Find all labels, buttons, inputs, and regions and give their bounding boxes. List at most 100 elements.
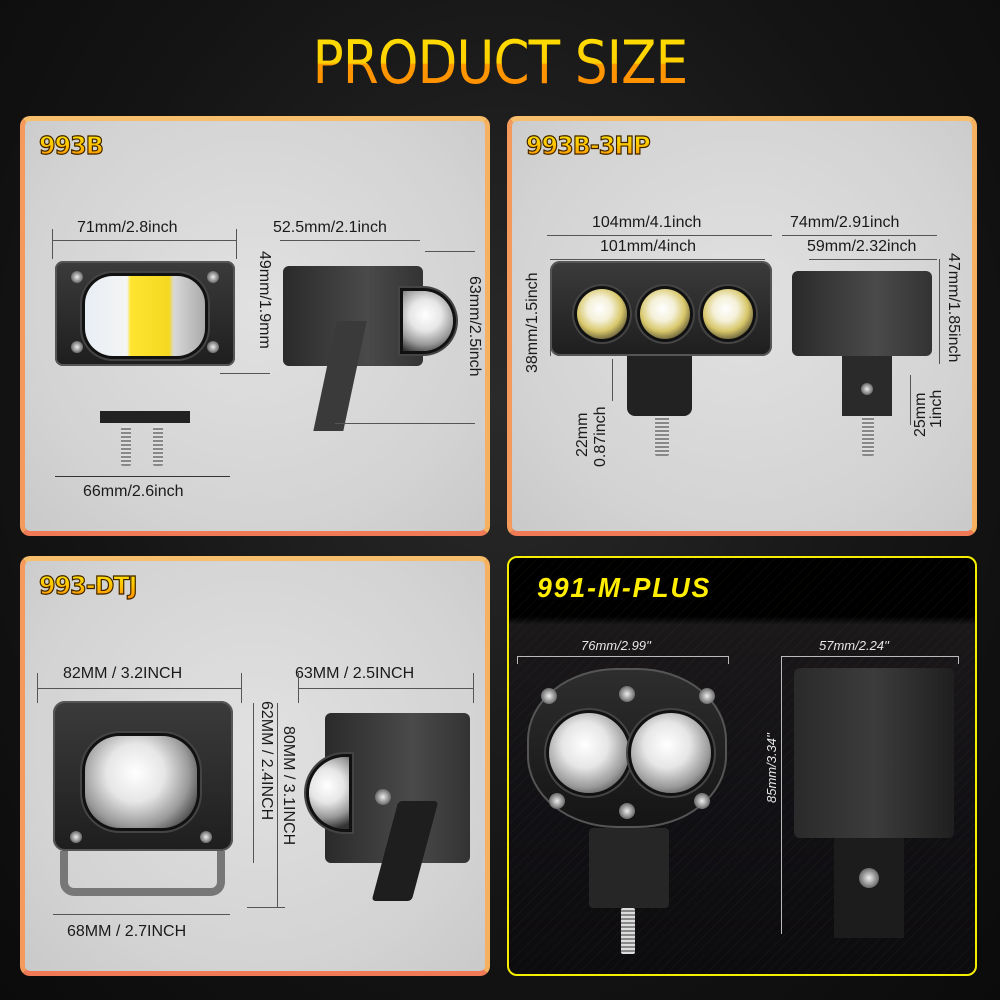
dimension-line bbox=[809, 259, 937, 260]
lens bbox=[309, 757, 349, 829]
dimension-line bbox=[425, 251, 475, 252]
screw bbox=[71, 271, 83, 283]
dimension-line bbox=[55, 476, 230, 477]
dimension-width-outer: 104mm/4.1inch bbox=[592, 214, 702, 231]
model-label: 993-DTJ bbox=[38, 570, 138, 600]
dimension-width-bottom: 68MM / 2.7INCH bbox=[67, 923, 187, 940]
dimension-line bbox=[277, 703, 278, 908]
dimension-height: 63mm/2.5inch bbox=[466, 276, 483, 377]
panel-991-m-plus: 991-M-PLUS 76mm/2.99'' 57mm/2.24'' 85mm/… bbox=[507, 556, 977, 976]
mount-bracket bbox=[627, 356, 692, 416]
panel-993b: 993B 71mm/2.8inch 49mm/1.9mm 66mm/2.6inc… bbox=[20, 116, 490, 536]
screw bbox=[861, 383, 873, 395]
dimension-line bbox=[37, 688, 242, 689]
screw bbox=[699, 688, 715, 704]
screw bbox=[694, 793, 710, 809]
bolt bbox=[153, 426, 163, 466]
mount-bracket bbox=[100, 411, 190, 423]
dimension-line bbox=[253, 703, 254, 863]
dimension-height-body-side: 47mm/1.85inch bbox=[945, 253, 962, 363]
dimension-height: 85mm/3.34'' bbox=[764, 733, 779, 803]
lens bbox=[85, 736, 197, 828]
dimension-height-body: 38mm/1.5inch bbox=[524, 272, 541, 374]
dimension-width: 76mm/2.99'' bbox=[581, 638, 651, 653]
dimension-line bbox=[52, 229, 53, 259]
dimension-line bbox=[247, 907, 285, 908]
lens bbox=[703, 289, 753, 339]
mount-bracket bbox=[60, 851, 225, 896]
dimension-line bbox=[550, 276, 551, 356]
screw bbox=[200, 831, 212, 843]
dimension-line bbox=[236, 229, 237, 259]
dimension-line bbox=[517, 656, 729, 657]
bolt bbox=[621, 908, 635, 954]
dimension-line bbox=[781, 656, 959, 657]
dimension-line bbox=[958, 656, 959, 664]
screw bbox=[619, 803, 635, 819]
lamp-side-body bbox=[794, 668, 954, 838]
page-title: PRODUCT SIZE bbox=[70, 28, 930, 98]
dimension-width-top: 71mm/2.8inch bbox=[77, 219, 178, 236]
lamp-side-body bbox=[792, 271, 932, 356]
lens bbox=[640, 289, 690, 339]
model-label: 993B-3HP bbox=[525, 130, 651, 160]
dimension-line bbox=[473, 673, 474, 703]
dimension-line bbox=[298, 673, 299, 703]
panel-993b-3hp: 993B-3HP 104mm/4.1inch 101mm/4inch 38mm/… bbox=[507, 116, 977, 536]
lens bbox=[85, 276, 205, 356]
dimension-depth-outer: 74mm/2.91inch bbox=[790, 214, 900, 231]
dimension-depth: 57mm/2.24'' bbox=[819, 638, 889, 653]
dimension-bracket-inch-side: 1inch bbox=[928, 389, 945, 428]
dimension-depth: 63MM / 2.5INCH bbox=[295, 665, 415, 682]
lens bbox=[577, 289, 627, 339]
bolt bbox=[655, 416, 669, 456]
lens bbox=[549, 713, 629, 793]
bolt bbox=[862, 416, 874, 456]
screw bbox=[207, 271, 219, 283]
screw bbox=[375, 789, 391, 805]
dimension-line bbox=[612, 359, 613, 401]
dimension-width-inner: 101mm/4inch bbox=[600, 238, 697, 255]
dimension-bracket-inch: 0.87inch bbox=[592, 406, 609, 468]
dimension-line bbox=[547, 235, 772, 236]
screw bbox=[71, 341, 83, 353]
lens bbox=[631, 713, 711, 793]
screw bbox=[541, 688, 557, 704]
dimension-line bbox=[910, 375, 911, 425]
lens bbox=[403, 291, 453, 351]
dimension-height-body: 49mm/1.9mm bbox=[256, 251, 273, 349]
screw bbox=[207, 341, 219, 353]
screw bbox=[70, 831, 82, 843]
model-label: 991-M-PLUS bbox=[537, 572, 712, 603]
screw bbox=[859, 868, 879, 888]
dimension-height-total: 80MM / 3.1INCH bbox=[280, 726, 297, 846]
dimension-bracket-mm: 22mm bbox=[574, 412, 591, 457]
dimension-line bbox=[52, 240, 237, 241]
dimension-line bbox=[280, 240, 420, 241]
dimension-width-top: 82MM / 3.2INCH bbox=[63, 665, 183, 682]
dimension-line bbox=[37, 673, 38, 703]
dimension-line bbox=[782, 235, 937, 236]
dimension-line bbox=[335, 423, 475, 424]
dimension-line bbox=[298, 688, 473, 689]
dimension-line bbox=[53, 914, 230, 915]
dimension-depth-inner: 59mm/2.32inch bbox=[807, 238, 917, 255]
dimension-line bbox=[550, 259, 765, 260]
dimension-line bbox=[781, 656, 782, 664]
dimension-line bbox=[781, 664, 782, 934]
dimension-line bbox=[220, 373, 270, 374]
dimension-depth: 52.5mm/2.1inch bbox=[273, 219, 387, 236]
side-bracket bbox=[834, 838, 904, 938]
model-label: 993B bbox=[38, 130, 104, 160]
mount-bracket bbox=[589, 828, 669, 908]
dimension-line bbox=[241, 673, 242, 703]
bolt bbox=[121, 426, 131, 466]
screw bbox=[549, 793, 565, 809]
dimension-height-body: 62MM / 2.4INCH bbox=[258, 701, 275, 821]
dimension-line bbox=[939, 259, 940, 364]
screw bbox=[619, 686, 635, 702]
dimension-width-bottom: 66mm/2.6inch bbox=[83, 483, 184, 500]
dimension-line bbox=[728, 656, 729, 664]
panel-993-dtj: 993-DTJ 82MM / 3.2INCH 62MM / 2.4INCH 80… bbox=[20, 556, 490, 976]
dimension-line bbox=[517, 656, 518, 664]
